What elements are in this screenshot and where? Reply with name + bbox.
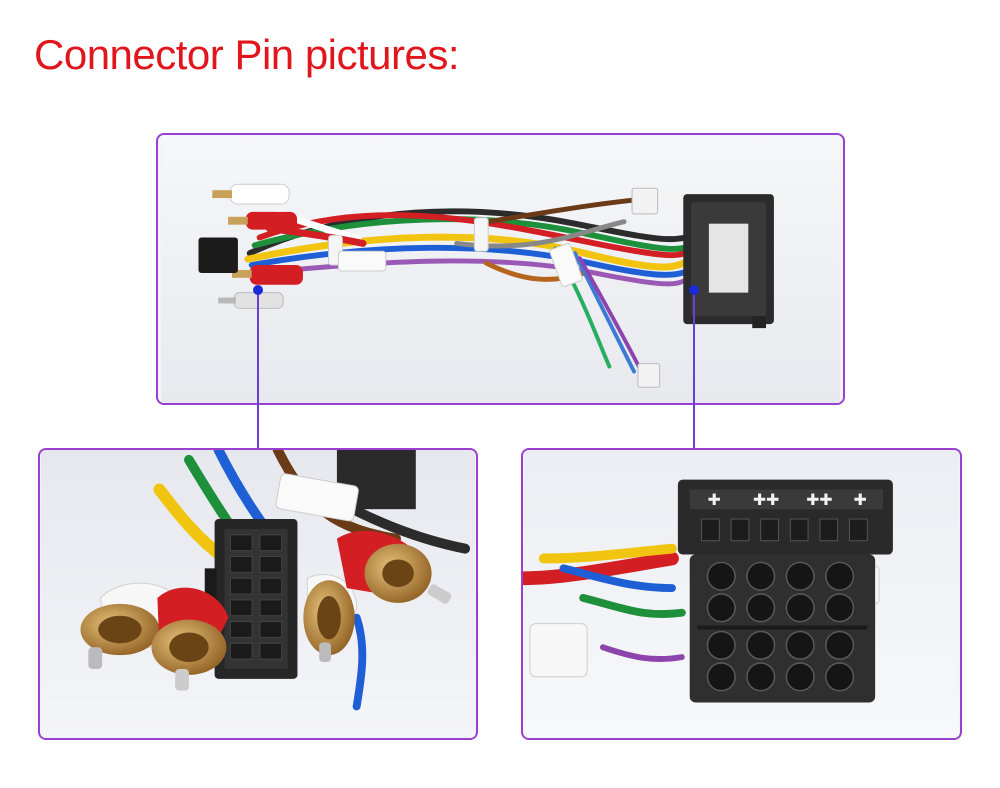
connector-icon xyxy=(631,187,659,215)
rca-closeup-photo xyxy=(41,450,475,738)
connector-icon xyxy=(683,194,774,329)
harness-photo xyxy=(161,135,840,403)
connector-icon xyxy=(198,237,238,273)
connector-icon xyxy=(529,623,588,678)
rca-closeup-panel xyxy=(38,448,478,740)
connector-icon xyxy=(637,363,661,388)
rca-plug-icon xyxy=(80,530,452,691)
svg-text:✚: ✚ xyxy=(707,490,720,509)
iso-closeup-photo: ✚ ✚✚ ✚✚ ✚ xyxy=(523,450,959,738)
wire-bundle xyxy=(523,543,686,662)
wire-label-tag xyxy=(473,217,489,252)
rca-plug-icon xyxy=(212,183,303,309)
harness-photo-panel xyxy=(156,133,845,405)
svg-text:✚✚: ✚✚ xyxy=(753,490,779,509)
wire-label-tag xyxy=(275,473,359,522)
svg-text:✚✚: ✚✚ xyxy=(806,490,832,509)
connector-icon: ✚ ✚✚ ✚✚ ✚ xyxy=(677,479,893,703)
svg-text:✚: ✚ xyxy=(853,490,866,509)
page-title: Connector Pin pictures: xyxy=(34,31,460,78)
wire-label-tag xyxy=(337,250,387,272)
wire-label-tag xyxy=(549,243,583,287)
iso-closeup-panel: ✚ ✚✚ ✚✚ ✚ xyxy=(521,448,962,740)
